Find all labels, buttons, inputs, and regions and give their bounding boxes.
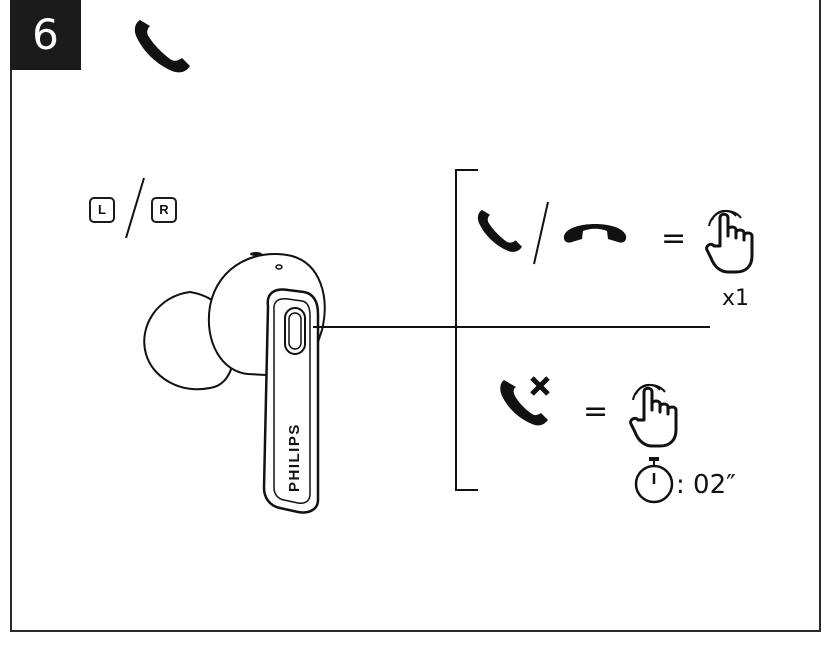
right-earbud-key: R bbox=[151, 197, 177, 223]
earbud-illustration: PHILIPS bbox=[143, 252, 326, 514]
hold-duration-label: : 02″ bbox=[676, 470, 736, 500]
slash-divider bbox=[125, 177, 145, 239]
reject-call-icon bbox=[500, 376, 550, 426]
phone-icon bbox=[134, 20, 190, 73]
tap-count-label: x1 bbox=[722, 286, 750, 311]
tap-icon bbox=[629, 383, 678, 448]
tap-icon bbox=[705, 209, 754, 274]
equals-sign: = bbox=[583, 394, 609, 429]
stopwatch-icon bbox=[634, 457, 674, 504]
phone-icon bbox=[477, 210, 522, 252]
left-earbud-key: L bbox=[89, 197, 115, 223]
hang-up-icon bbox=[563, 224, 627, 243]
figure-frame bbox=[10, 0, 821, 632]
equals-sign: = bbox=[661, 221, 687, 256]
slash-divider bbox=[533, 201, 549, 265]
brand-label: PHILIPS bbox=[286, 423, 303, 492]
step-number-badge: 6 bbox=[10, 0, 81, 70]
